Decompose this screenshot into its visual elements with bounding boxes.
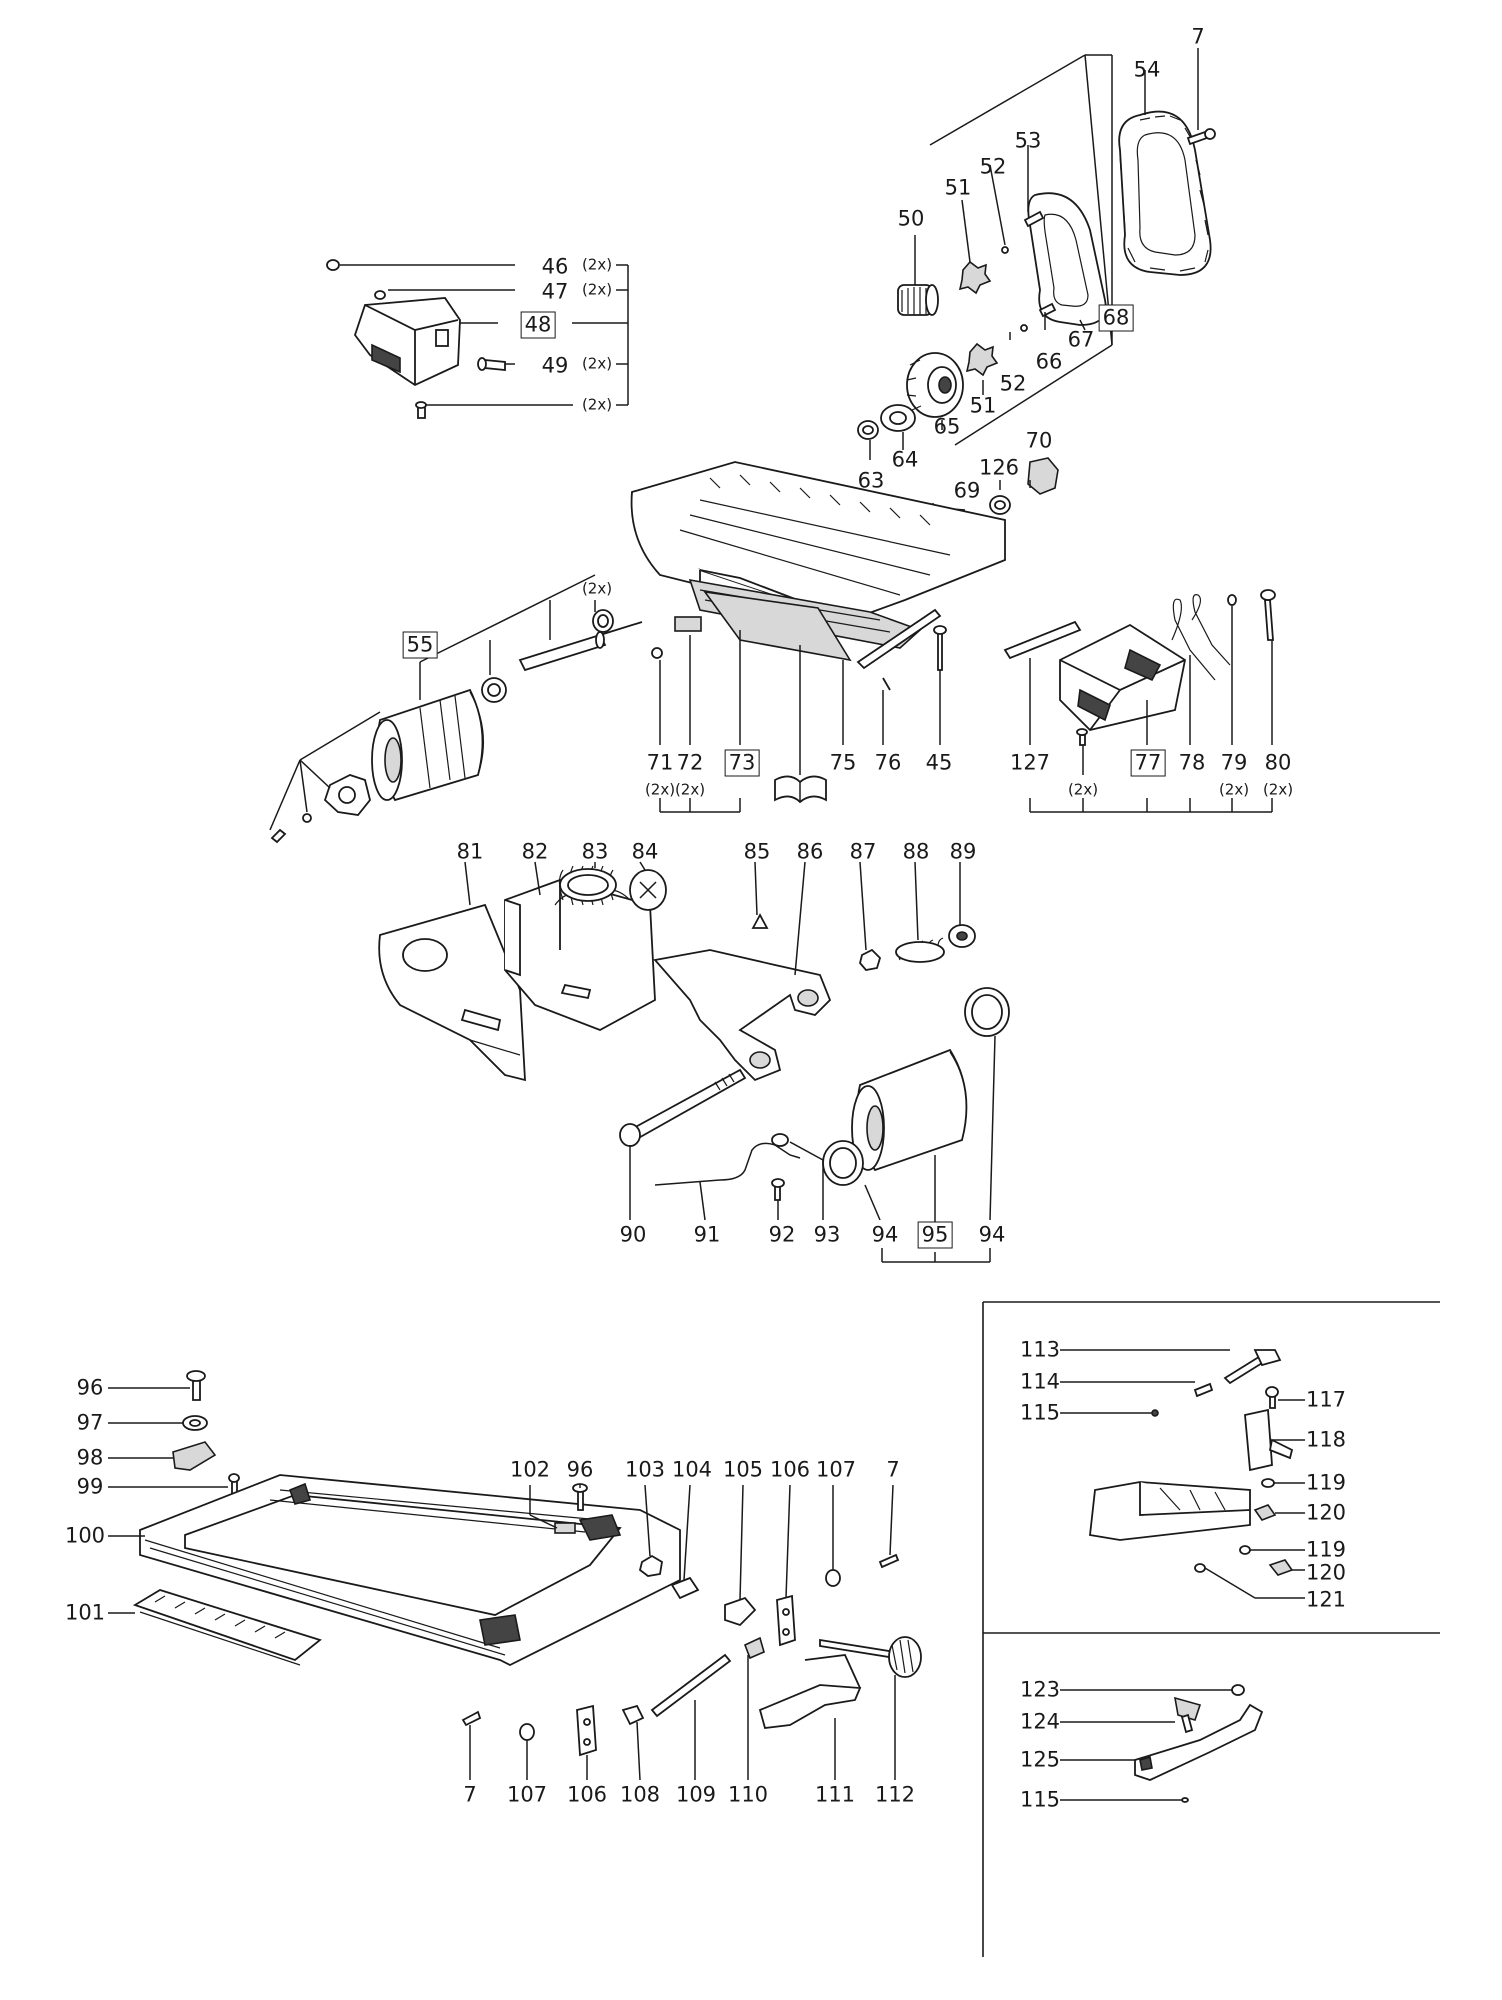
manual-book-icon [774,775,827,804]
drive-gear-small [897,284,939,316]
leader-lines-deflector [659,606,1273,813]
drive-belt-large [1118,110,1212,276]
leader-lines-guard [340,264,629,406]
blade-guard-assembly [326,259,506,419]
drive-belt-small [1027,192,1107,326]
leader-lines-guide [464,861,996,1263]
planer-housing [630,461,1006,691]
drive-pulley [906,352,964,418]
guide-assembly [378,865,1010,1201]
planer-drum-assembly [270,609,643,844]
leader-lines-drum [269,574,596,831]
chip-deflector-assembly [1003,589,1276,746]
accessory-panels [982,1301,1440,1957]
base-frame-assembly [132,1370,922,1757]
belt-drive-group [857,110,1216,516]
leader-lines-top [869,48,1199,511]
leader-lines-base [108,1387,896,1781]
